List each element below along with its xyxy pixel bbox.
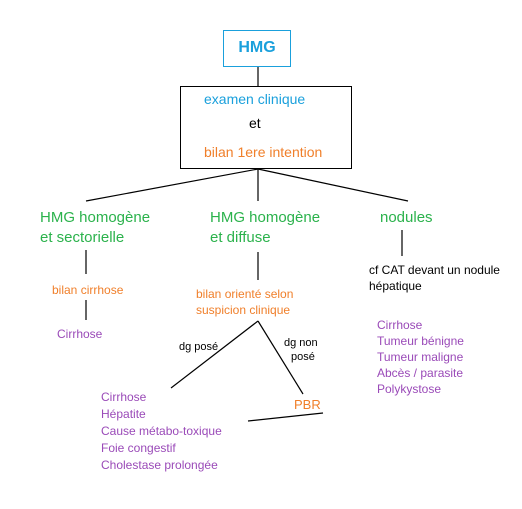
list-item: Cause métabo-toxique xyxy=(101,424,222,438)
intro-et: et xyxy=(249,115,261,131)
edge-label-line: posé xyxy=(291,351,315,363)
pbr-label: PBR xyxy=(294,397,321,412)
branch-title-line: et diffuse xyxy=(210,229,271,246)
edge-label-line: dg non xyxy=(284,337,318,349)
line-diffuse-to-results xyxy=(170,320,259,389)
list-item: Cholestase prolongée xyxy=(101,458,218,472)
intro-bilan: bilan 1ere intention xyxy=(204,144,323,160)
list-item: Abcès / parasite xyxy=(377,366,464,380)
branch-title-line: HMG homogène xyxy=(210,209,321,226)
list-item: Polykystose xyxy=(377,382,442,396)
line-intro-to-sectorielle xyxy=(85,168,259,202)
branch-title-line: et sectorielle xyxy=(40,229,125,246)
list-item: Cirrhose xyxy=(377,318,423,332)
intro-exam-clinique: examen clinique xyxy=(204,91,306,107)
result-cirrhose-sectorielle: Cirrhose xyxy=(57,327,103,341)
step-line: suspicion clinique xyxy=(196,303,291,317)
step-bilan-cirrhose: bilan cirrhose xyxy=(52,283,124,297)
list-item: Tumeur maligne xyxy=(377,350,464,364)
list-item: Foie congestif xyxy=(101,441,176,455)
line-pbr-to-results xyxy=(247,412,324,422)
hmg-title: HMG xyxy=(238,39,276,56)
step-line: hépatique xyxy=(369,279,422,293)
list-item: Hépatite xyxy=(101,407,146,421)
hmg-title-box xyxy=(223,30,291,67)
step-line: cf CAT devant un nodule xyxy=(369,263,500,277)
branch-nodules-title: nodules xyxy=(380,209,433,226)
branch-title-line: HMG homogène xyxy=(40,209,151,226)
edge-label-dg-pose: dg posé xyxy=(179,341,219,353)
step-line: bilan orienté selon xyxy=(196,287,294,301)
list-item: Cirrhose xyxy=(101,390,147,404)
line-diffuse-to-pbr xyxy=(257,320,304,395)
line-intro-to-nodules xyxy=(257,168,409,202)
intro-box xyxy=(180,86,352,169)
list-item: Tumeur bénigne xyxy=(377,334,464,348)
